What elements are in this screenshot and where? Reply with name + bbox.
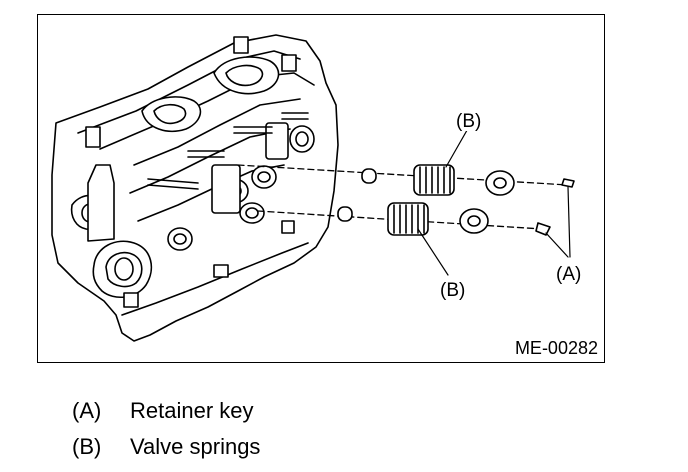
legend-text: Retainer key [130, 398, 254, 423]
legend-item: (A) Retainer key [72, 393, 260, 429]
callout-b-lower: (B) [439, 280, 467, 301]
valve-spring-lower [387, 202, 429, 236]
legend-key: (A) [72, 398, 102, 423]
legend-key: (B) [72, 434, 102, 459]
legend: (A) Retainer key (B) Valve springs [72, 393, 260, 465]
legend-item: (B) Valve springs [72, 429, 260, 465]
lower-valve-assembly [337, 202, 551, 236]
upper-valve-assembly [361, 164, 575, 196]
figure-id-label: ME-00282 [514, 338, 598, 358]
legend-text: Valve springs [130, 434, 261, 459]
valve-spring-upper [413, 164, 455, 196]
leader-lines [417, 124, 571, 276]
cylinder-head-block [51, 34, 339, 342]
callout-b-upper: (B) [455, 111, 483, 132]
spring-retainer-upper [485, 170, 515, 196]
cylinder-head-illustration [51, 34, 575, 342]
spring-retainer-lower [459, 208, 489, 234]
figure-frame: (B) (B) (A) ME-00282 [37, 14, 605, 363]
callout-a: (A) [555, 264, 583, 285]
